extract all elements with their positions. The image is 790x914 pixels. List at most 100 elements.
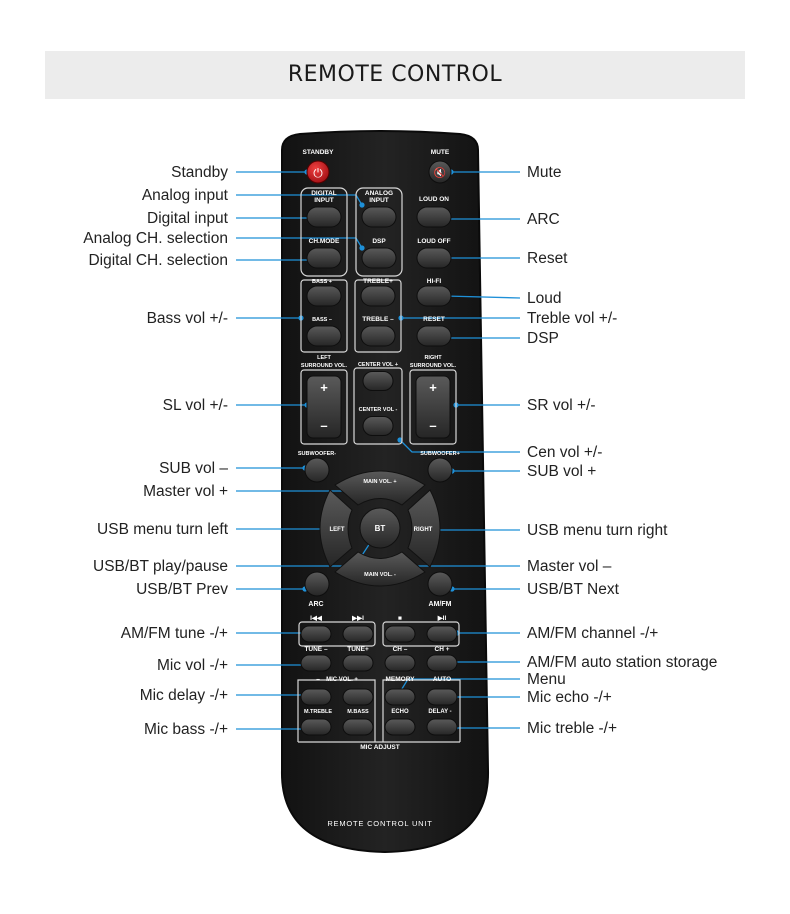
stop-button[interactable] — [384, 625, 416, 643]
tune-plus-button[interactable] — [342, 654, 374, 672]
memory-button[interactable] — [384, 688, 416, 706]
loud-off-button[interactable] — [416, 247, 452, 269]
button-group-outlines — [297, 187, 461, 743]
right-button[interactable] — [407, 489, 441, 568]
callout-left-8: Master vol + — [143, 483, 228, 500]
callout-left-2: Digital input — [147, 210, 229, 227]
label-center-vol-minus: CENTER VOL - — [359, 407, 398, 413]
digital-input-button[interactable] — [306, 206, 342, 228]
callout-right-3: Loud — [527, 290, 561, 307]
label-ch-minus: CH – — [393, 646, 408, 653]
hifi-button[interactable] — [416, 285, 452, 307]
treble-minus-button[interactable] — [360, 325, 396, 347]
center-vol-plus-button[interactable] — [362, 371, 394, 391]
label-subwoofer-minus: SUBWOOFER- — [298, 451, 336, 457]
prev-button[interactable] — [300, 625, 332, 643]
treble-plus-button[interactable] — [360, 285, 396, 307]
echo-button[interactable] — [384, 718, 416, 736]
subwoofer-plus-button[interactable] — [427, 457, 453, 483]
label-right-1: RIGHT — [424, 355, 442, 361]
label-hifi: HI-FI — [427, 278, 442, 285]
m-bass-button[interactable] — [342, 718, 374, 736]
leader-line-right-3 — [444, 295, 521, 299]
main-vol-minus-button[interactable] — [334, 551, 426, 587]
standby-button[interactable] — [306, 160, 330, 184]
label-arc: ARC — [308, 601, 323, 608]
next-button[interactable] — [342, 625, 374, 643]
ch-plus-button[interactable] — [426, 654, 458, 672]
callout-right-8: SUB vol + — [527, 463, 596, 480]
label-play: ▶II — [437, 615, 447, 622]
delay-button[interactable] — [426, 718, 458, 736]
main-vol-plus-button[interactable] — [334, 470, 426, 506]
callout-right-7: Cen vol +/- — [527, 444, 602, 461]
loud-on-button[interactable] — [416, 206, 452, 228]
bt-button[interactable] — [359, 507, 401, 549]
m-treble-button[interactable] — [300, 718, 332, 736]
ch-mode-button[interactable] — [306, 247, 342, 269]
label-echo: ECHO — [391, 709, 409, 715]
label-treble-minus: TREBLE – — [362, 316, 394, 323]
label-right-2: SURROUND VOL. — [410, 363, 457, 369]
subwoofer-minus-button[interactable] — [304, 457, 330, 483]
arc-button[interactable] — [304, 571, 330, 597]
label-memory: MEMORY — [385, 676, 415, 683]
label-footer: REMOTE CONTROL UNIT — [327, 819, 432, 828]
dsp-button[interactable] — [361, 247, 397, 269]
reset-button[interactable] — [416, 325, 452, 347]
label-reset: RESET — [423, 316, 445, 323]
label-loud-off: LOUD OFF — [417, 238, 450, 245]
play-pause-button[interactable] — [426, 625, 458, 643]
label-amfm: AM/FM — [429, 601, 452, 608]
label-auto: AUTO — [433, 676, 451, 683]
label-left-1: LEFT — [317, 355, 331, 361]
analog-input-button[interactable] — [361, 206, 397, 228]
mute-button[interactable] — [428, 160, 452, 184]
callout-right-11: USB/BT Next — [527, 581, 620, 598]
left-surround-rocker[interactable] — [306, 375, 342, 439]
bass-plus-button[interactable] — [306, 285, 342, 307]
tune-minus-button[interactable] — [300, 654, 332, 672]
callout-right-2: Reset — [527, 250, 568, 267]
leader-dot-right-7 — [397, 437, 403, 443]
label-analog-input-2: INPUT — [369, 197, 389, 204]
label-subwoofer-plus: SUBWOOFER+ — [420, 451, 460, 457]
label-standby: STANDBY — [303, 149, 335, 156]
label-mic-vol-minus: – — [316, 676, 320, 683]
callout-left-1: Analog input — [142, 187, 229, 204]
label-left-2: SURROUND VOL. — [301, 363, 348, 369]
label-loud-on: LOUD ON — [419, 196, 449, 203]
label-left: LEFT — [330, 527, 345, 533]
label-right: RIGHT — [414, 527, 433, 533]
label-center-vol-plus: CENTER VOL + — [358, 362, 398, 368]
callout-left-11: USB/BT Prev — [136, 581, 228, 598]
mic-vol-minus-button[interactable] — [300, 688, 332, 706]
right-surround-rocker[interactable] — [415, 375, 451, 439]
mic-vol-plus-button[interactable] — [342, 688, 374, 706]
label-left-minus: – — [320, 418, 327, 433]
auto-button[interactable] — [426, 688, 458, 706]
label-digital-input-1: DIGITAL — [311, 190, 337, 197]
center-vol-minus-button[interactable] — [362, 416, 394, 436]
page-title: REMOTE CONTROL — [287, 62, 503, 87]
label-right-minus: – — [429, 418, 436, 433]
label-mic-adjust: MIC ADJUST — [360, 744, 400, 751]
left-button[interactable] — [319, 489, 353, 568]
label-analog-input-1: ANALOG — [365, 190, 393, 197]
label-dsp: DSP — [372, 238, 386, 245]
callout-right-0: Mute — [527, 164, 561, 181]
label-delay: DELAY - — [428, 709, 451, 715]
callout-left-6: SL vol +/- — [163, 397, 228, 414]
bass-minus-button[interactable] — [306, 325, 342, 347]
amfm-button[interactable] — [427, 571, 453, 597]
callout-left-4: Digital CH. selection — [88, 252, 228, 269]
leader-line-right-7 — [399, 439, 520, 453]
callout-left-3: Analog CH. selection — [83, 230, 228, 247]
label-left-plus: + — [320, 380, 328, 395]
ch-minus-button[interactable] — [384, 654, 416, 672]
callout-right-10: Master vol – — [527, 558, 612, 575]
label-prev: I◀◀ — [310, 615, 323, 622]
label-next: ▶▶I — [351, 615, 364, 622]
